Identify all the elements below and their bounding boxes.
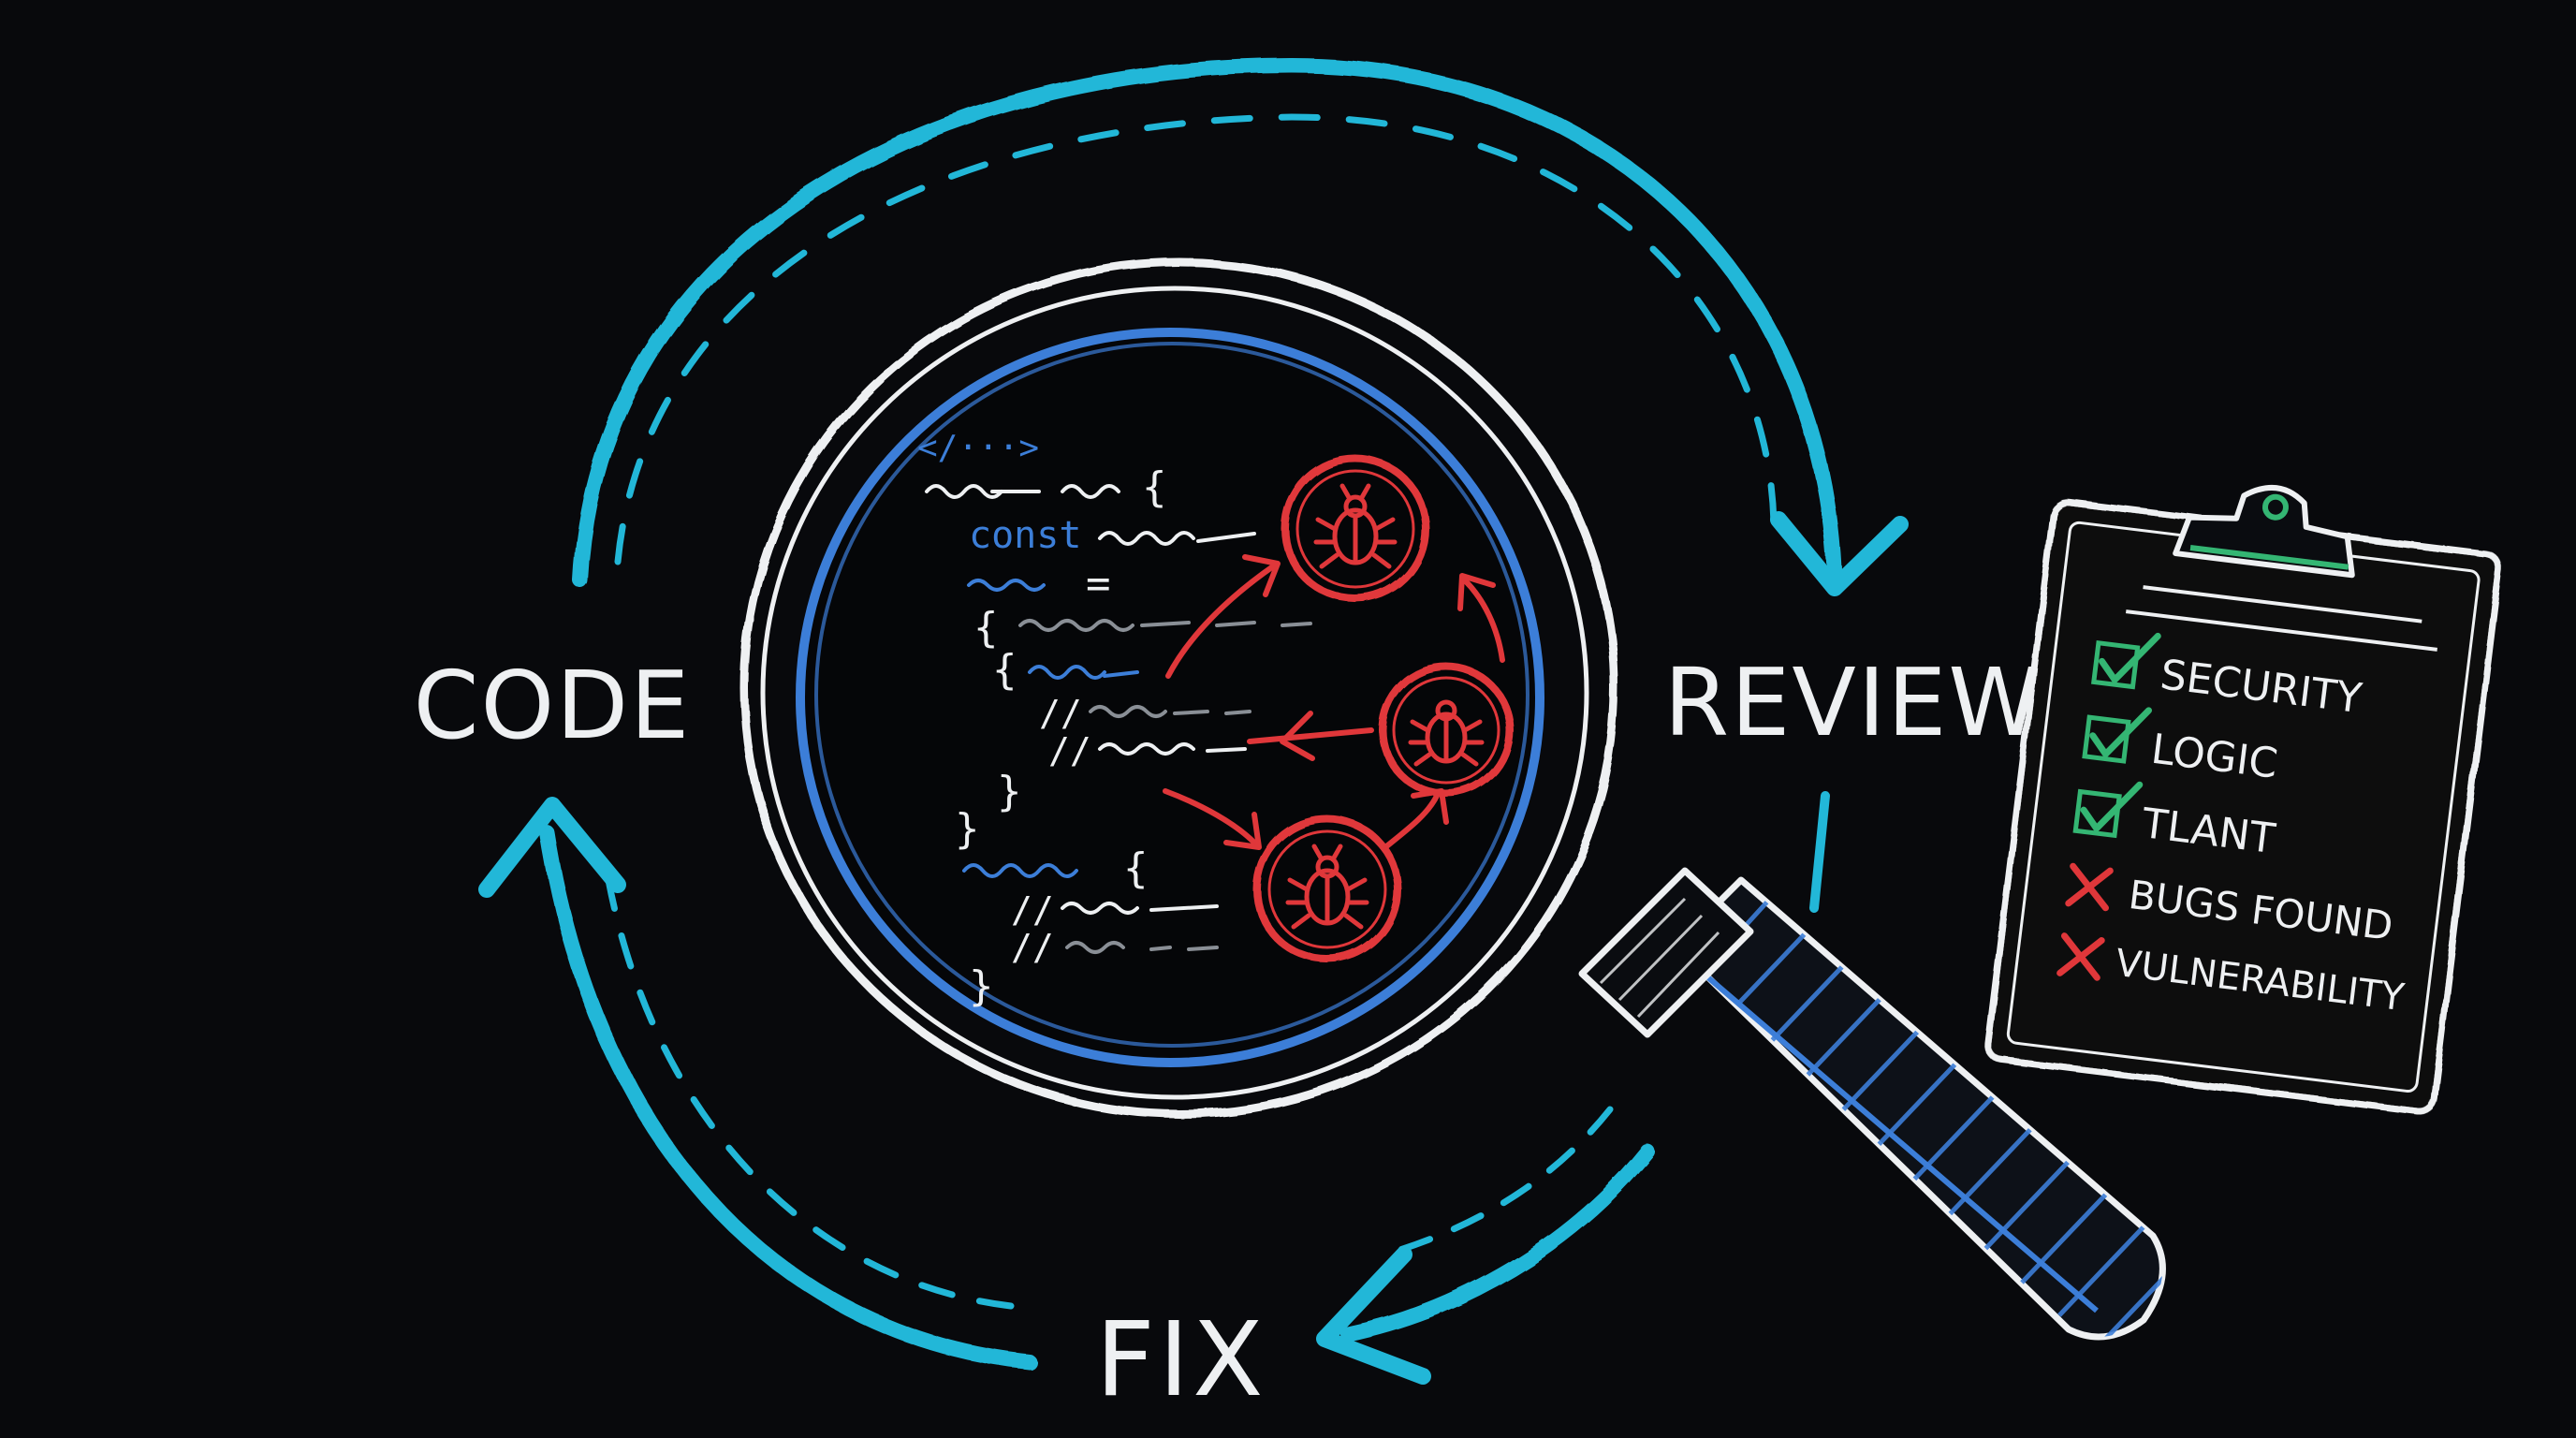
bug-icon — [1281, 455, 1429, 603]
cross-icon — [2056, 932, 2105, 981]
review-to-fix-arc — [1340, 1144, 1655, 1342]
bug-icon — [1379, 663, 1514, 798]
clipboard-icon — [1984, 484, 2503, 1115]
fix-to-code-arc — [540, 826, 1037, 1370]
fix-label: FIX — [1095, 1299, 1266, 1419]
magnifier-lens — [796, 328, 1544, 1067]
cycle-arrows — [478, 58, 1909, 1385]
svg-text://: // — [1011, 889, 1054, 931]
svg-text://: // — [1011, 927, 1054, 968]
magnifier-outer-ring — [739, 257, 1619, 1119]
code-to-review-arc — [573, 58, 1842, 588]
svg-text:}: } — [997, 768, 1022, 815]
code-tag: </···> — [917, 429, 1039, 467]
code-snippet: </···> { const = { { // // } } { // // } — [917, 429, 1312, 1010]
magnifier-handle — [1672, 876, 2166, 1341]
bug-icon — [1253, 815, 1401, 963]
check-icon — [2080, 781, 2144, 834]
svg-text:=: = — [1086, 560, 1111, 608]
svg-text:{: { — [1142, 463, 1167, 511]
bug-group — [1163, 455, 1514, 963]
svg-text:}: } — [969, 962, 994, 1010]
check-icon — [2099, 632, 2161, 685]
bug-arrows — [1163, 554, 1505, 850]
check-icon — [2089, 707, 2153, 760]
svg-text://: // — [1039, 693, 1082, 734]
code-keyword: const — [969, 514, 1081, 557]
code-arrowhead-icon — [478, 797, 626, 898]
code-to-review-arc-dashes — [614, 113, 1778, 565]
fix-to-code-arc-dashes — [605, 876, 1015, 1310]
code-label: CODE — [414, 651, 692, 760]
svg-text:{: { — [973, 604, 999, 652]
cross-icon — [2065, 862, 2114, 912]
fix-arrowhead-icon — [1316, 1246, 1431, 1385]
review-label: REVIEW — [1664, 648, 2043, 757]
review-to-fix-arc-dashes — [1382, 1106, 1614, 1258]
svg-text://: // — [1048, 730, 1091, 771]
svg-text:}: } — [955, 805, 980, 853]
svg-text:{: { — [992, 646, 1017, 694]
review-arrowhead-icon — [1770, 511, 1909, 596]
svg-text:{: { — [1123, 844, 1149, 892]
